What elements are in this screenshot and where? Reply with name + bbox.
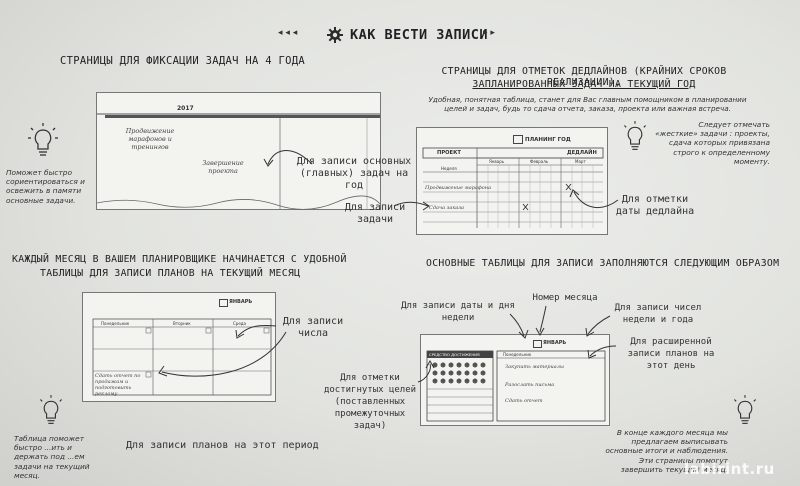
- lightbulb-icon: [620, 120, 650, 158]
- section2-intro: Удобная, понятная таблица, станет для Ва…: [428, 95, 747, 114]
- header-right-arrows: ▸ ▸: [483, 28, 495, 38]
- section1-heading: СТРАНИЦЫ ДЛЯ ФИКСАЦИИ ЗАДАЧ НА 4 ГОДА: [60, 55, 305, 67]
- section3-callout-plans: Для записи планов на этот период: [126, 440, 319, 451]
- section4-callout-goals: Для отметки достигнутых целей (поставлен…: [323, 373, 417, 431]
- col-project: ПРОЕКТ: [437, 150, 461, 156]
- section3-arrows: [158, 325, 287, 377]
- monthly-handwriting: Сдать отчет по продажам и подготовить ре…: [95, 373, 141, 397]
- header: ◂ ◂ ◂ КАК ВЕСТИ ЗАПИСИ ▸ ▸: [278, 26, 528, 46]
- section4-arrows: [417, 305, 617, 383]
- header-left-arrows: ◂ ◂ ◂: [278, 28, 298, 38]
- section2-arrow-left: [393, 201, 430, 211]
- monthly-grid: [92, 318, 272, 396]
- lightbulb-icon: [36, 394, 66, 432]
- calendar-icon: [219, 299, 228, 307]
- section2-arrow-right: [569, 189, 619, 208]
- section3-callout-date: Для записи числа: [282, 316, 344, 339]
- section4-callout-month-num: Номер месяца: [532, 293, 598, 303]
- day-wed: Среда: [233, 321, 247, 326]
- week-label: Неделя: [441, 166, 457, 171]
- daily-grid: [426, 350, 606, 422]
- section3-heading-1: КАЖДЫЙ МЕСЯЦ В ВАШЕМ ПЛАНИРОВЩИКЕ НАЧИНА…: [12, 254, 347, 265]
- daily-handwriting-2: Разослать письма: [505, 382, 555, 388]
- gear-icon: [326, 26, 344, 48]
- deadline-row-2: Сдача заказа: [429, 205, 465, 211]
- deadline-row-1: Продвижение марафона: [425, 185, 492, 191]
- section4-callout-week-year: Для записи чисел недели и года: [614, 303, 702, 325]
- monthly-plan-page: ЯНВАРЬ Понедельник Вторник Среда Сдать о…: [82, 292, 276, 402]
- yearly-grid: [96, 113, 381, 210]
- calendar-icon: [513, 135, 523, 144]
- section2-heading-2: ЗАПЛАНИРОВАННЫХ ЗАДАЧ НА ТЕКУЩИЙ ГОД: [472, 79, 696, 90]
- handwritten-task-1: Продвижение марафонов и тренингов: [125, 127, 175, 151]
- section2-callout-right: Для отметки даты дедлайна: [615, 194, 695, 217]
- monthly-month-label: ЯНВАРЬ: [229, 299, 253, 305]
- month-jan: Январь: [489, 159, 505, 164]
- deadline-table-title: ПЛАНИНГ ГОД: [525, 137, 571, 143]
- lightbulb-icon: [26, 122, 60, 164]
- lightbulb-icon: [730, 394, 760, 432]
- section3-heading-2: ТАБЛИЦЫ ДЛЯ ЗАПИСИ ПЛАНОВ НА ТЕКУЩИЙ МЕС…: [40, 268, 301, 279]
- daily-handwriting-1: Закупить материалы: [505, 364, 564, 370]
- year-label: 2017: [177, 105, 194, 112]
- section1-hint: Поможет быстро сориентироваться и освежи…: [6, 168, 85, 205]
- day-tue: Вторник: [173, 321, 191, 326]
- section2-callout-left: Для записи задачи: [344, 202, 406, 225]
- yearly-tasks-page: 2017 Продвижение марафонов и тренингов З…: [96, 92, 381, 210]
- deadline-table-page: ПЛАНИНГ ГОД ПРОЕКТ: [416, 127, 608, 235]
- section4-hint: В конце каждого месяца мы предлагаем вып…: [605, 428, 728, 474]
- watermark: labirint.ru: [684, 460, 775, 478]
- section1-callout: Для записи основных (главных) задач на г…: [296, 156, 412, 191]
- daily-plan-page: ЯНВАРЬ СРЕДСТВО ДОСТИЖЕНИЯ Понедельник З…: [420, 334, 610, 426]
- daily-handwriting-3: Сдать отчет: [505, 398, 543, 404]
- section2-heading-1: СТРАНИЦЫ ДЛЯ ОТМЕТОК ДЕДЛАЙНОВ (КРАЙНИХ …: [441, 66, 727, 88]
- handwritten-task-2: Завершение проекта: [202, 159, 244, 175]
- daily-month-label: ЯНВАРЬ: [543, 340, 567, 346]
- col-deadline: ДЕДЛАЙН: [567, 150, 597, 156]
- section4-heading: ОСНОВНЫЕ ТАБЛИЦЫ ДЛЯ ЗАПИСИ ЗАПОЛНЯЮТСЯ …: [426, 258, 780, 269]
- section2-hint: Следует отмечать «жесткие» задачи : прое…: [655, 120, 770, 166]
- section4-callout-date-day: Для записи даты и дня недели: [401, 301, 515, 323]
- daily-right-header: Понедельник: [503, 352, 532, 357]
- month-mar: Март: [575, 159, 586, 164]
- section1-arrow: [263, 150, 313, 167]
- calendar-icon: [533, 340, 542, 348]
- daily-left-header: СРЕДСТВО ДОСТИЖЕНИЯ: [429, 352, 480, 357]
- month-feb: Февраль: [530, 159, 549, 164]
- deadline-grid: [422, 147, 604, 228]
- page-title: КАК ВЕСТИ ЗАПИСИ: [350, 27, 489, 43]
- section3-hint: Таблица поможет быстро ...ить и держать …: [14, 434, 90, 480]
- day-mon: Понедельник: [101, 321, 130, 326]
- section4-callout-daily: Для расширенной записи планов на этот де…: [627, 337, 715, 371]
